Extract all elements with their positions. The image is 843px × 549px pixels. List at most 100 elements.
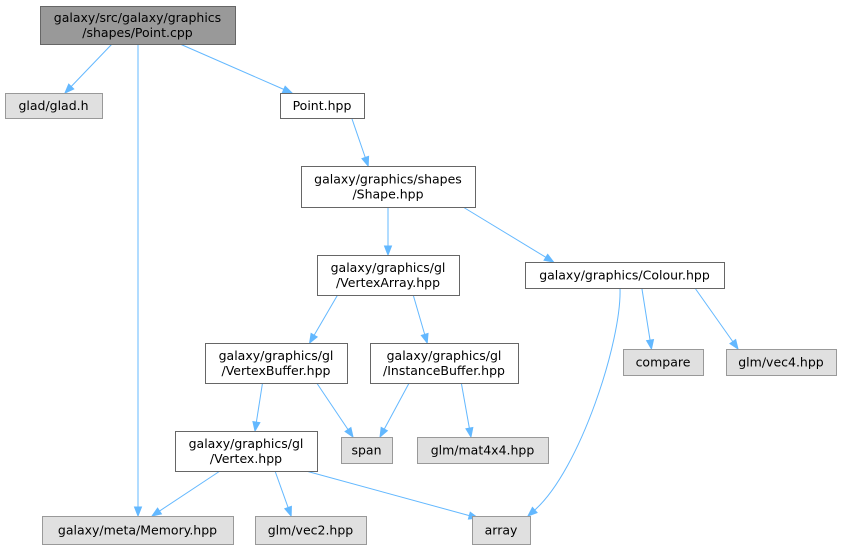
edge-point-hpp-to-shape-hpp	[351, 117, 370, 168]
node-label: glm/mat4x4.hpp	[431, 443, 535, 458]
node-box	[255, 516, 367, 545]
edge-line	[305, 470, 470, 517]
arrowhead	[344, 426, 354, 439]
edge-line	[383, 382, 410, 430]
edge-line	[694, 287, 734, 342]
arrowhead	[252, 420, 261, 433]
node-label: galaxy/src/galaxy/graphics	[54, 10, 221, 25]
edge-vertexbuffer-hpp-to-vertex-hpp	[252, 382, 263, 433]
edge-line	[351, 117, 366, 158]
node-vertexbuffer-hpp[interactable]: galaxy/graphics/gl/VertexBuffer.hpp	[205, 343, 348, 384]
node-box	[417, 437, 549, 464]
node-label: /Vertex.hpp	[210, 451, 282, 466]
node-label: /VertexBuffer.hpp	[222, 363, 331, 378]
edge-point-cpp-to-glad-h	[64, 43, 113, 94]
node-label: /Shape.hpp	[352, 187, 423, 202]
edge-instancebuffer-hpp-to-span	[379, 382, 410, 439]
arrowhead	[281, 85, 294, 94]
node-box	[175, 431, 318, 472]
node-memory-hpp[interactable]: galaxy/meta/Memory.hpp	[42, 516, 234, 545]
node-label: galaxy/graphics/gl	[331, 260, 446, 275]
node-label: glm/vec4.hpp	[738, 355, 824, 370]
node-label: Point.hpp	[293, 98, 352, 113]
node-box	[370, 343, 519, 384]
node-label: galaxy/graphics/gl	[219, 348, 334, 363]
arrowhead	[133, 506, 143, 518]
node-label: /shapes/Point.cpp	[82, 25, 192, 40]
node-point-hpp[interactable]: Point.hpp	[280, 93, 365, 119]
node-label: compare	[636, 355, 691, 370]
node-label: galaxy/graphics/gl	[189, 436, 304, 451]
node-box	[40, 6, 236, 45]
edge-shape-hpp-to-colour-hpp	[462, 206, 555, 263]
node-box	[42, 516, 234, 545]
arrowhead	[308, 332, 319, 345]
graph-nodes: galaxy/src/galaxy/graphics/shapes/Point.…	[5, 6, 837, 545]
node-span[interactable]: span	[341, 437, 393, 464]
node-point-cpp[interactable]: galaxy/src/galaxy/graphics/shapes/Point.…	[40, 6, 236, 45]
node-label: glm/vec2.hpp	[268, 523, 354, 538]
arrowhead	[361, 155, 370, 168]
edge-colour-hpp-to-vec4-hpp	[694, 287, 739, 351]
node-label: glad/glad.h	[18, 98, 88, 113]
node-array[interactable]: array	[472, 516, 531, 545]
edge-line	[534, 287, 621, 511]
node-vertex-hpp[interactable]: galaxy/graphics/gl/Vertex.hpp	[175, 431, 318, 472]
node-vec2-hpp[interactable]: glm/vec2.hpp	[255, 516, 367, 545]
node-box	[341, 437, 393, 464]
edge-point-cpp-to-point-hpp	[179, 43, 294, 94]
edge-vertex-hpp-to-vec2-hpp	[274, 470, 292, 518]
arrowhead	[465, 426, 474, 439]
edge-instancebuffer-hpp-to-mat4x4-hpp	[460, 382, 474, 439]
edge-colour-hpp-to-array	[526, 287, 621, 517]
node-shape-hpp[interactable]: galaxy/graphics/shapes/Shape.hpp	[301, 166, 476, 208]
node-box	[5, 93, 103, 119]
edge-vertexarray-hpp-to-instancebuffer-hpp	[412, 294, 429, 345]
node-mat4x4-hpp[interactable]: glm/mat4x4.hpp	[417, 437, 549, 464]
node-glad-h[interactable]: glad/glad.h	[5, 93, 103, 119]
edge-line	[641, 287, 651, 341]
arrowhead	[729, 338, 739, 351]
edge-line	[316, 382, 349, 430]
node-box	[301, 166, 476, 208]
node-box	[726, 349, 837, 376]
node-label: /VertexArray.hpp	[336, 275, 440, 290]
edge-line	[70, 43, 113, 87]
edge-line	[313, 294, 339, 336]
edge-line	[460, 382, 470, 429]
node-box	[317, 255, 460, 296]
node-box	[472, 516, 531, 545]
edge-line	[412, 294, 426, 335]
arrowhead	[543, 253, 555, 263]
dependency-edges	[64, 43, 739, 520]
arrowhead	[64, 83, 75, 94]
edge-colour-hpp-to-compare	[641, 287, 655, 351]
edge-vertexarray-hpp-to-vertexbuffer-hpp	[308, 294, 339, 345]
edge-line	[274, 470, 289, 508]
node-label: galaxy/graphics/shapes	[314, 172, 462, 187]
node-label: span	[351, 443, 381, 458]
arrowhead	[383, 245, 393, 257]
edge-shape-hpp-to-vertexarray-hpp	[383, 207, 393, 257]
node-box	[280, 93, 365, 119]
arrowhead	[645, 338, 655, 351]
node-vertexarray-hpp[interactable]: galaxy/graphics/gl/VertexArray.hpp	[317, 255, 460, 296]
edge-line	[159, 470, 221, 512]
node-label: galaxy/graphics/Colour.hpp	[539, 268, 710, 283]
arrowhead	[283, 505, 292, 518]
arrowhead	[379, 426, 389, 439]
node-vec4-hpp[interactable]: glm/vec4.hpp	[726, 349, 837, 376]
node-colour-hpp[interactable]: galaxy/graphics/Colour.hpp	[525, 262, 725, 289]
node-box	[525, 262, 725, 289]
node-box	[623, 349, 704, 376]
node-label: /InstanceBuffer.hpp	[383, 363, 505, 378]
edge-line	[462, 206, 547, 258]
edge-point-cpp-to-memory-hpp	[133, 44, 143, 518]
node-compare[interactable]: compare	[623, 349, 704, 376]
edge-line	[255, 382, 263, 423]
arrowhead	[150, 507, 163, 517]
arrowhead	[420, 332, 429, 345]
node-instancebuffer-hpp[interactable]: galaxy/graphics/gl/InstanceBuffer.hpp	[370, 343, 519, 384]
edge-vertexbuffer-hpp-to-span	[316, 382, 354, 439]
